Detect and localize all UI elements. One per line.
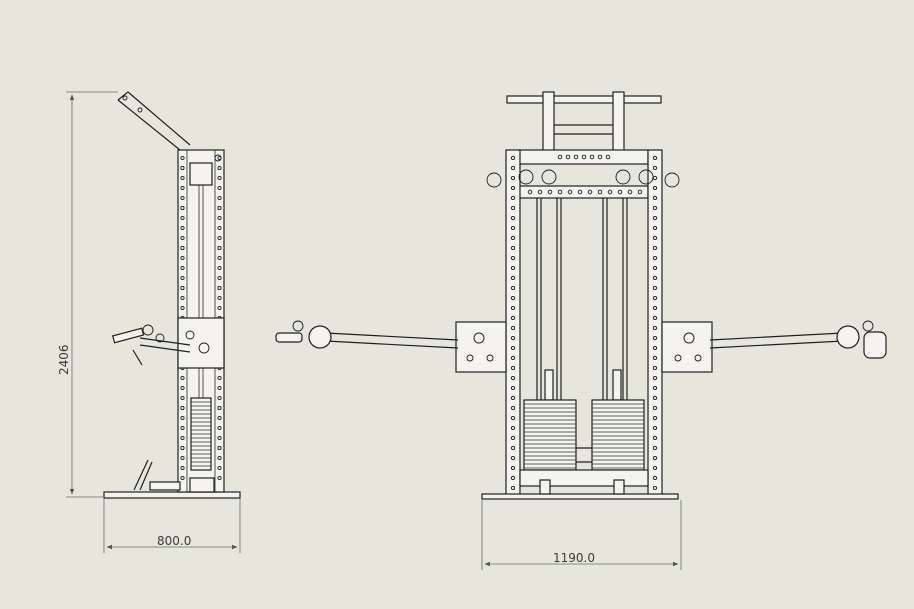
pullup-bar: [506, 95, 662, 104]
side-base-plate: [103, 491, 241, 499]
right-weight-stack: [591, 399, 645, 471]
height-dimension: 2406: [57, 91, 118, 498]
front-width-label: 1190.0: [553, 551, 595, 565]
front-left-upright: [505, 149, 521, 497]
front-right-upright: [647, 149, 663, 497]
guide-rods: [536, 198, 628, 401]
side-carriage: [177, 317, 225, 369]
front-width-dimension: 1190.0: [481, 500, 682, 570]
side-foot-plate: [133, 459, 215, 493]
side-view: [103, 91, 241, 499]
side-handle-arm: [111, 324, 191, 366]
right-adjustable-arm: [661, 320, 887, 373]
side-width-label: 800.0: [157, 534, 191, 548]
side-weight-stack: [190, 397, 212, 471]
top-crossbeam: [517, 149, 649, 165]
side-top-arm: [117, 91, 191, 151]
side-width-dimension: 800.0: [103, 499, 241, 553]
front-base: [481, 493, 679, 500]
height-dimension-label: 2406: [57, 344, 71, 375]
left-adjustable-arm: [275, 320, 507, 373]
front-view: [275, 91, 887, 500]
top-pulleys: [486, 169, 680, 188]
left-weight-stack: [523, 399, 577, 471]
